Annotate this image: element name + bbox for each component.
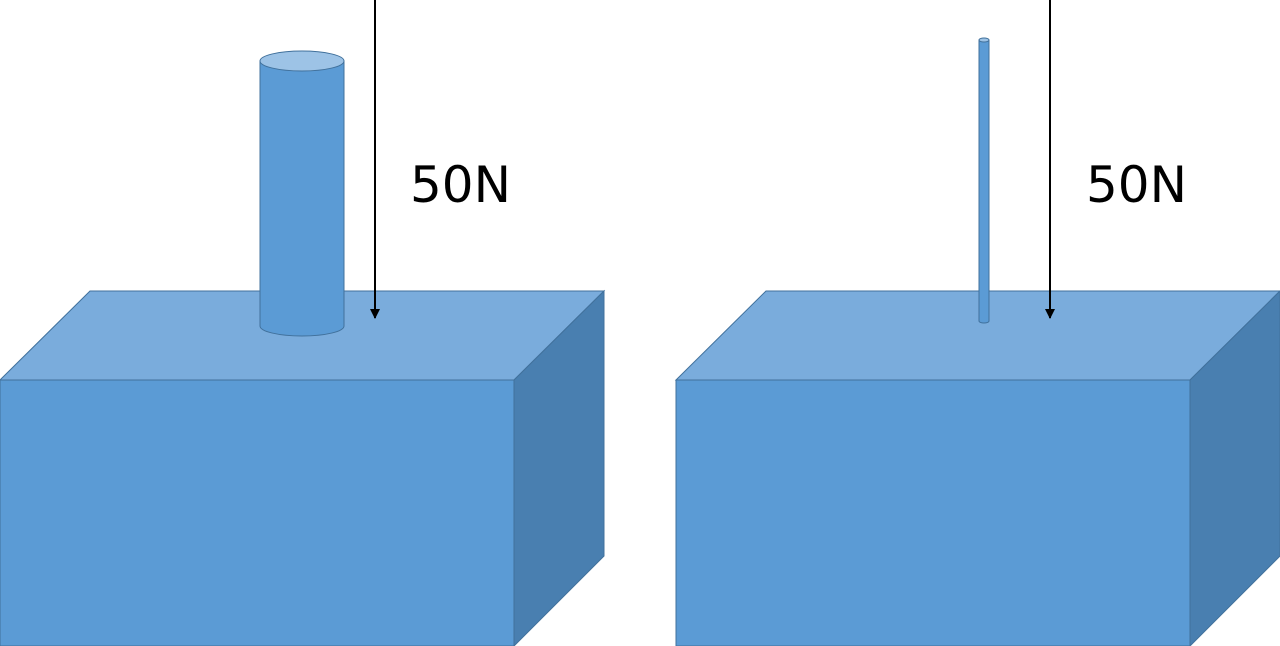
wide-cylinder-top <box>259 50 345 72</box>
thin-rod-panel <box>674 0 1280 646</box>
right-force-label: 50N <box>1086 156 1188 214</box>
right-box-top-face <box>674 290 1280 381</box>
thin-rod <box>978 37 990 324</box>
right-box <box>674 290 1280 646</box>
thin-rod-top <box>978 37 990 43</box>
wide-cylinder-panel <box>0 0 606 646</box>
left-box <box>0 289 606 646</box>
left-force-label: 50N <box>410 156 512 214</box>
left-box-front-face <box>0 379 515 646</box>
right-box-front-face <box>675 379 1191 646</box>
thin-rod-body <box>978 39 990 324</box>
wide-cylinder <box>259 50 345 337</box>
wide-cylinder-body <box>259 60 345 337</box>
